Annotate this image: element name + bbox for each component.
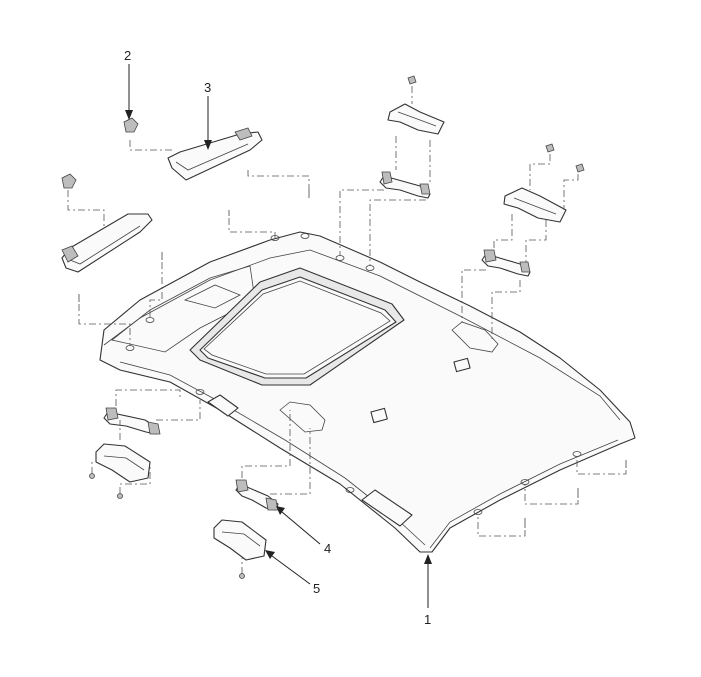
- callout-1: 1: [424, 612, 432, 627]
- headlining-panel: [99, 231, 636, 553]
- assist-handle-front-left: [235, 479, 279, 511]
- callout-4: 4: [324, 541, 332, 556]
- callout-3: 3: [204, 80, 212, 95]
- handle-bracket-front-right: [95, 443, 151, 483]
- fasteners: [78, 75, 627, 579]
- callout-5: 5: [313, 581, 321, 596]
- visor-retainer-left: [61, 173, 77, 189]
- handle-bracket-front-left: [213, 519, 267, 561]
- visor-retainer-right: [123, 117, 139, 133]
- sunroof-opening: [189, 267, 405, 386]
- assist-handle-front-right: [103, 407, 161, 435]
- callout-2: 2: [124, 48, 132, 63]
- handle-bracket-rear-right: [387, 103, 445, 135]
- callout-arrows: [125, 64, 432, 608]
- leader-lines: [67, 86, 627, 574]
- handle-bracket-rear-left: [503, 187, 567, 223]
- assist-handle-rear-right: [379, 171, 431, 199]
- clip-holes: [125, 233, 582, 515]
- sun-visor-right: [167, 127, 263, 181]
- sun-visor-left: [61, 213, 153, 273]
- assist-handle-rear-left: [481, 249, 531, 277]
